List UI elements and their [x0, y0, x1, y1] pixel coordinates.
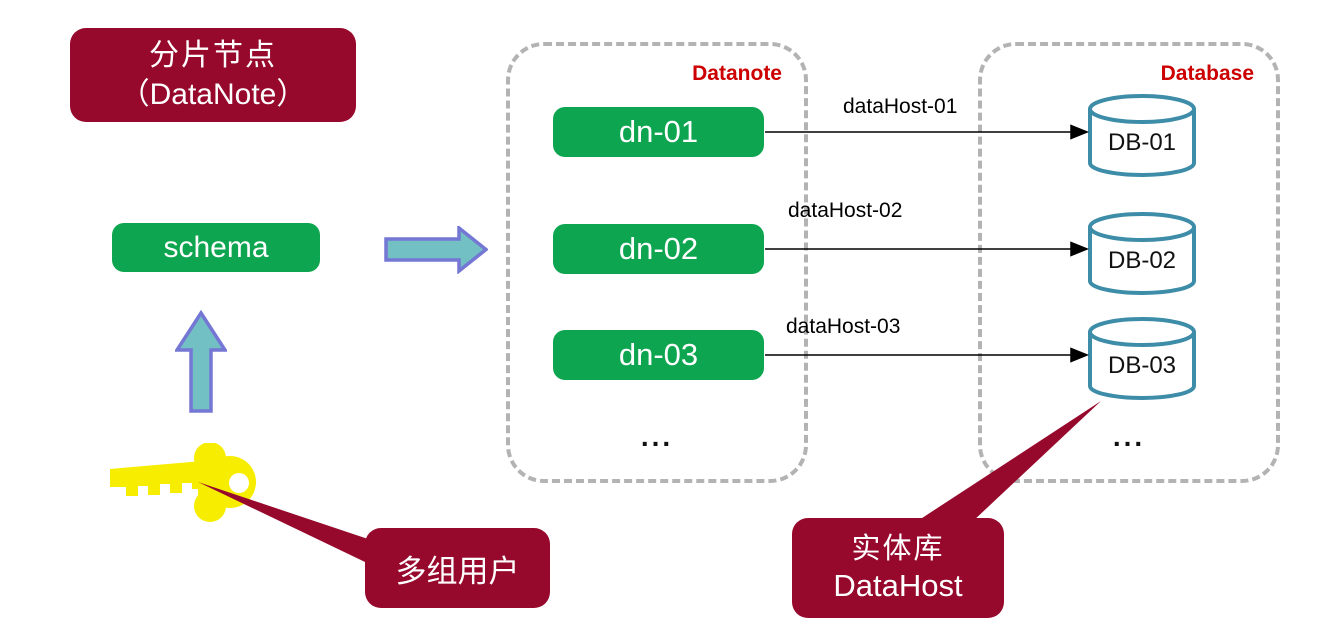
- right-arrow-icon: [384, 226, 488, 274]
- title-line-cn: 分片节点: [149, 39, 277, 72]
- database-cylinder-db-03: DB-03: [1086, 316, 1198, 402]
- node-dn-01: dn-01: [553, 107, 764, 157]
- node-dn-01-label: dn-01: [618, 114, 699, 149]
- up-arrow-icon: [175, 310, 227, 413]
- db-01-label: DB-01: [1107, 129, 1177, 156]
- user-callout-label: 多组用户: [395, 553, 520, 589]
- schema-label: schema: [163, 230, 269, 264]
- cylinder-icon: [1088, 317, 1196, 400]
- database-cylinder-db-02: DB-02: [1086, 211, 1198, 297]
- datanote-title-box: 分片节点 （DataNote）: [70, 28, 356, 122]
- datanote-group-label: Datanote: [692, 62, 782, 85]
- datahost-callout-line-cn: 实体库: [851, 532, 945, 565]
- database-ellipsis: ...: [1112, 421, 1146, 452]
- database-group-label: Database: [1160, 62, 1254, 85]
- database-container: Database ...: [978, 42, 1280, 483]
- db-03-label: DB-03: [1107, 352, 1177, 379]
- cylinder-icon: [1088, 94, 1196, 177]
- datahost-callout-line-en: DataHost: [833, 567, 963, 603]
- user-callout: 多组用户: [365, 528, 550, 608]
- key-icon: [110, 443, 256, 522]
- node-dn-02: dn-02: [553, 224, 764, 274]
- connection-label-datahost-03: dataHost-03: [786, 315, 901, 338]
- db-02-label: DB-02: [1107, 247, 1177, 274]
- cylinder-icon: [1088, 212, 1196, 295]
- schema-box: schema: [112, 223, 320, 272]
- database-cylinder-db-01: DB-01: [1086, 93, 1198, 179]
- connection-label-datahost-02: dataHost-02: [788, 199, 903, 222]
- datahost-callout: 实体库 DataHost: [792, 518, 1004, 618]
- title-line-en: （DataNote）: [119, 78, 307, 111]
- node-dn-02-label: dn-02: [618, 231, 699, 266]
- node-dn-03: dn-03: [553, 330, 764, 380]
- datanote-container: Datanote ...: [506, 42, 808, 483]
- node-dn-03-label: dn-03: [618, 337, 699, 372]
- datanote-ellipsis: ...: [640, 421, 674, 452]
- connection-label-datahost-01: dataHost-01: [843, 95, 958, 118]
